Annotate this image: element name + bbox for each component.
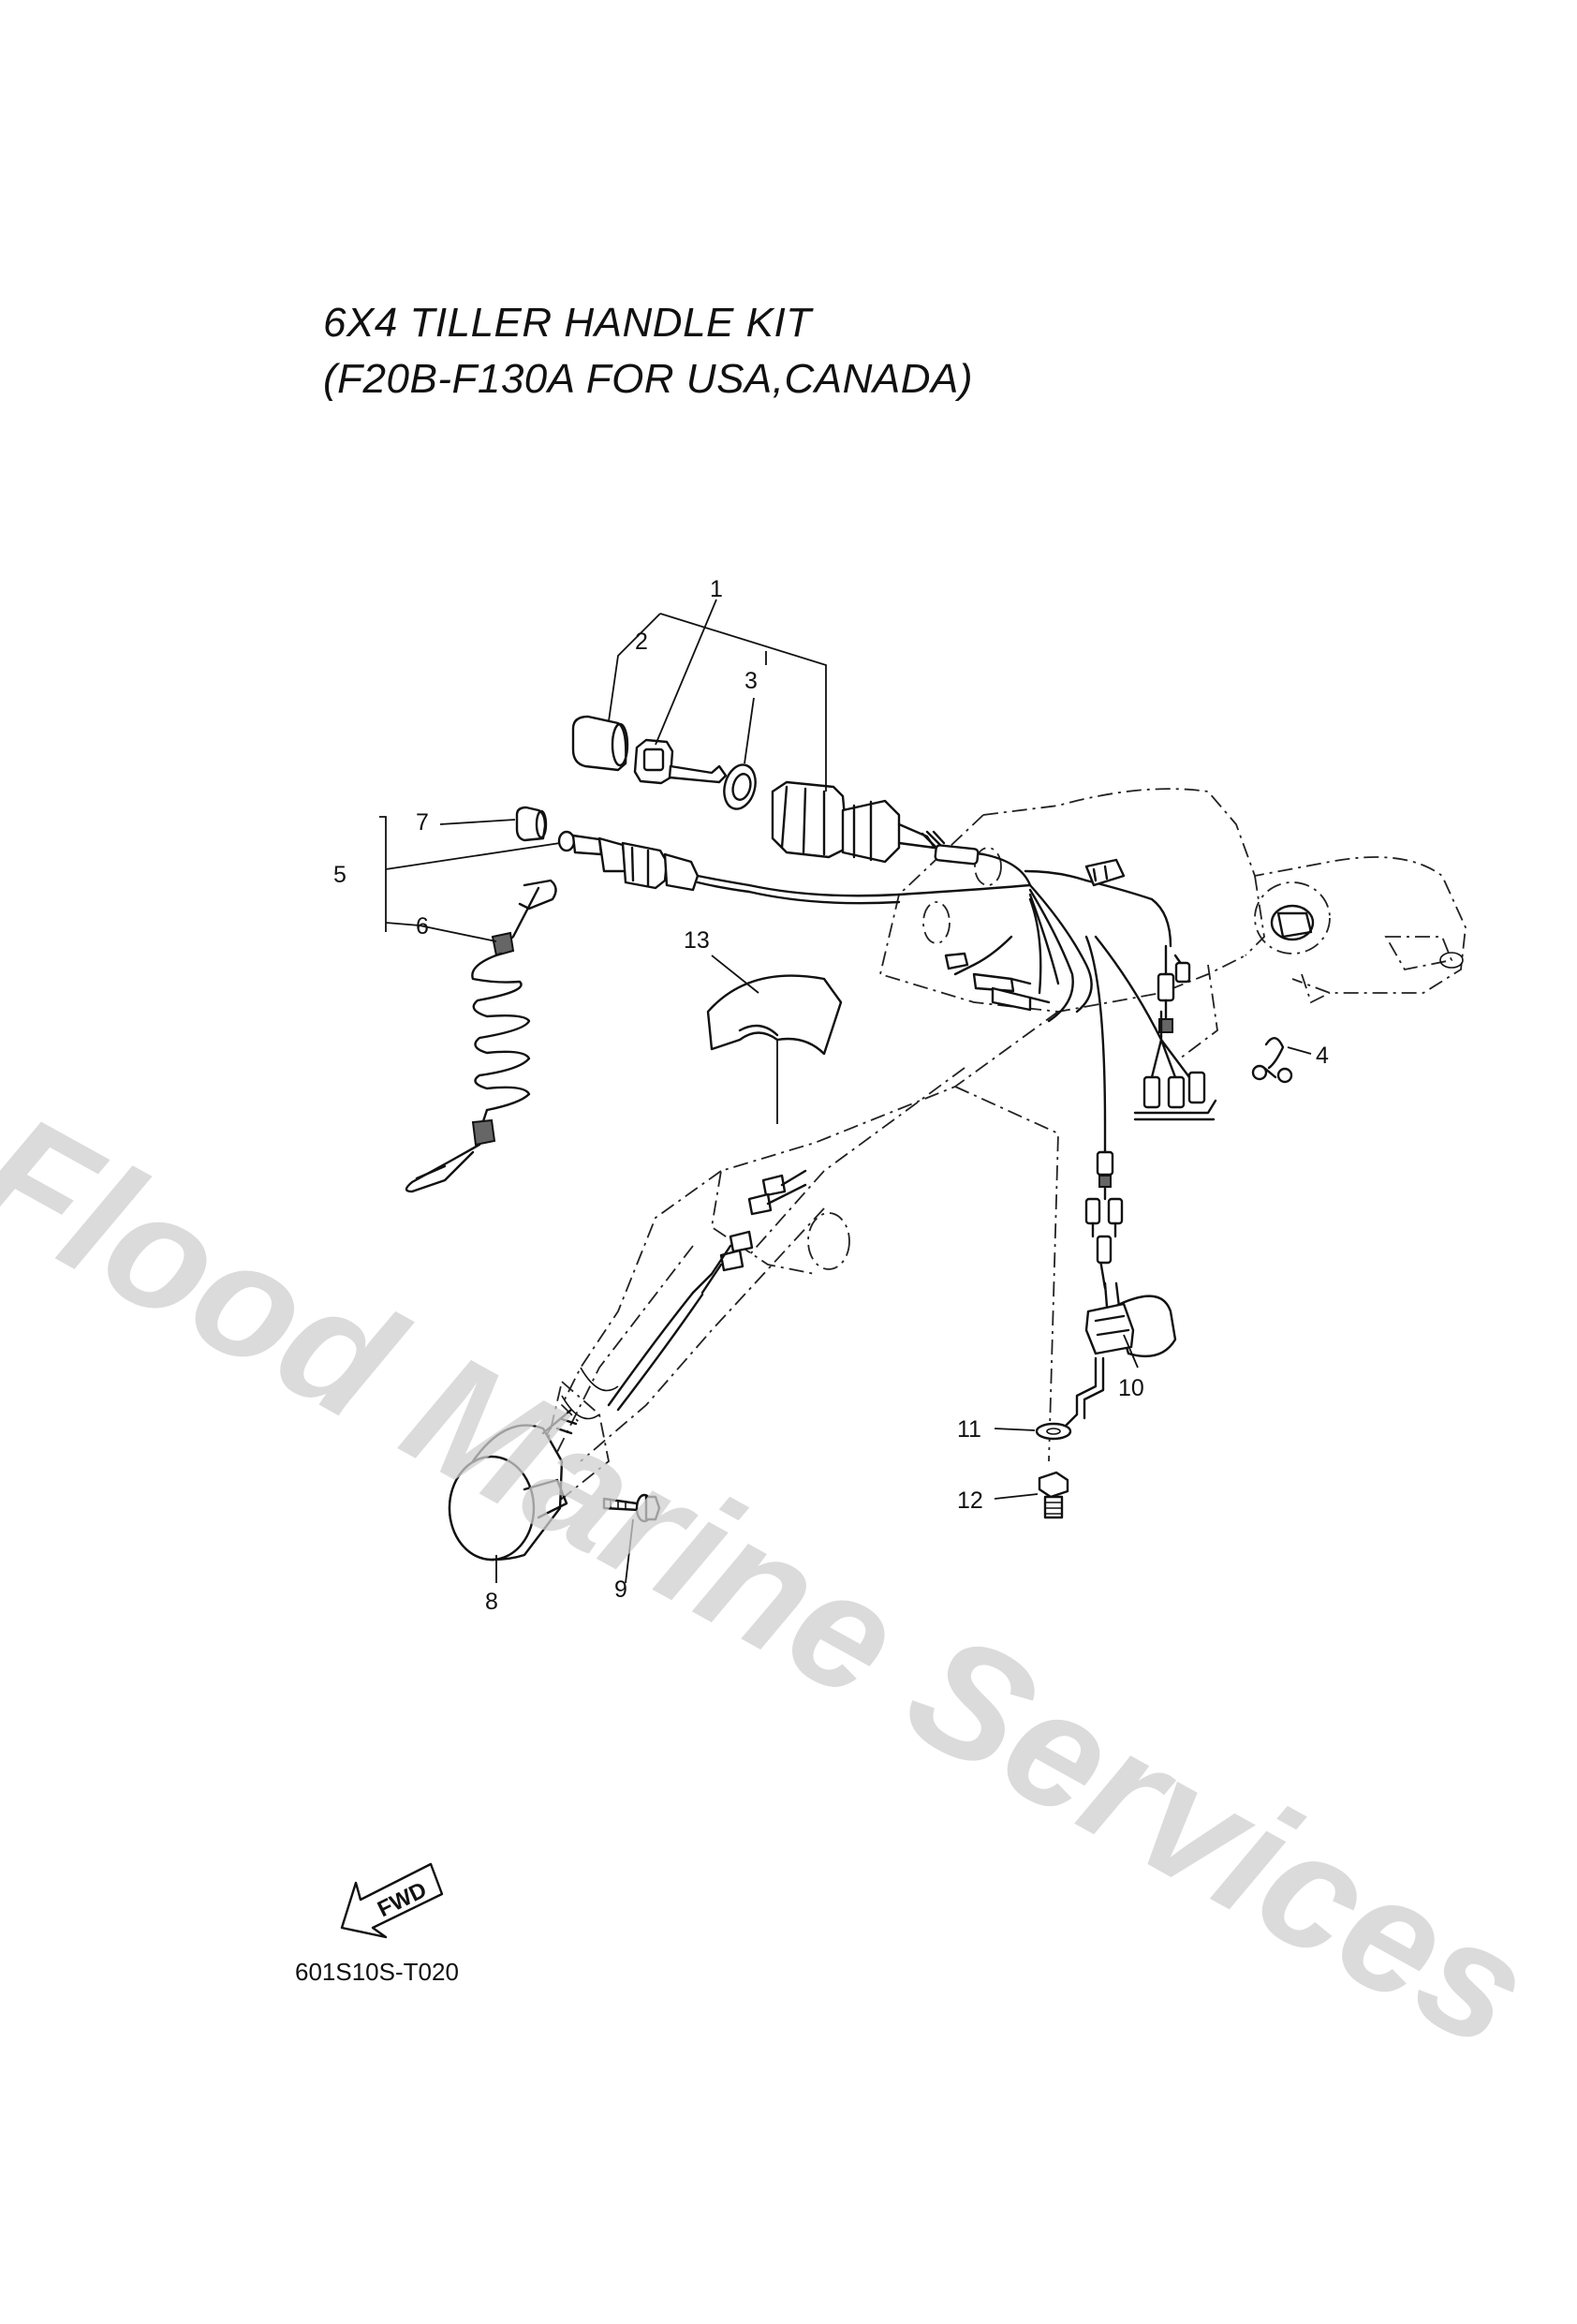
callout-4: 4 bbox=[1316, 1043, 1329, 1069]
callout-3: 3 bbox=[744, 668, 758, 694]
key-part-1 bbox=[633, 738, 728, 785]
cover-part-2 bbox=[571, 715, 629, 772]
bolt-part-12 bbox=[1038, 1471, 1069, 1519]
clip-part-7 bbox=[515, 806, 548, 842]
engine-stop-switch-part-5 bbox=[557, 830, 1032, 905]
callout-7: 7 bbox=[416, 809, 429, 836]
drawing-code: 601S10S-T020 bbox=[295, 1958, 459, 1986]
callout-8: 8 bbox=[485, 1589, 498, 1615]
pivot-boss bbox=[1270, 904, 1464, 969]
bolt-part-9 bbox=[602, 1493, 661, 1523]
main-switch-part-1 bbox=[771, 780, 985, 866]
clamp-part-4 bbox=[1251, 1037, 1293, 1084]
callout-9: 9 bbox=[614, 1576, 627, 1603]
wiring-harness bbox=[944, 852, 1172, 1173]
buzzer-part-10 bbox=[1084, 1281, 1177, 1358]
tiller-arm-outline bbox=[523, 788, 1466, 1518]
callout-12: 12 bbox=[957, 1488, 983, 1514]
callout-11: 11 bbox=[957, 1416, 981, 1443]
bullet-connectors-right bbox=[1157, 944, 1191, 1033]
callout-5: 5 bbox=[333, 862, 346, 888]
callout-2: 2 bbox=[635, 629, 648, 655]
callout-labels: 1 2 3 4 5 6 7 8 9 10 11 12 13 bbox=[333, 576, 1329, 1615]
lanyard-part-6 bbox=[405, 879, 557, 1193]
callout-leaders bbox=[379, 599, 1312, 1584]
grip-end-part-8 bbox=[448, 1408, 578, 1562]
diagram-title: 6X4 TILLER HANDLE KIT bbox=[323, 300, 812, 346]
callout-1: 1 bbox=[710, 576, 723, 602]
bracket-part-11 bbox=[1035, 1356, 1105, 1441]
harness-connector-top bbox=[1084, 858, 1126, 887]
cover-part-13 bbox=[706, 974, 843, 1056]
callout-13: 13 bbox=[684, 927, 710, 954]
callout-10: 10 bbox=[1118, 1375, 1144, 1401]
bullet-connector-group bbox=[1133, 1010, 1217, 1121]
tiller-connectors bbox=[607, 1169, 807, 1412]
connectors-lower bbox=[1084, 1150, 1124, 1290]
fwd-arrow-icon: FWD bbox=[340, 1862, 444, 1939]
callout-6: 6 bbox=[416, 913, 429, 940]
diagram-subtitle: (F20B-F130A FOR USA,CANADA) bbox=[323, 356, 974, 402]
nut-part-3 bbox=[723, 763, 757, 810]
